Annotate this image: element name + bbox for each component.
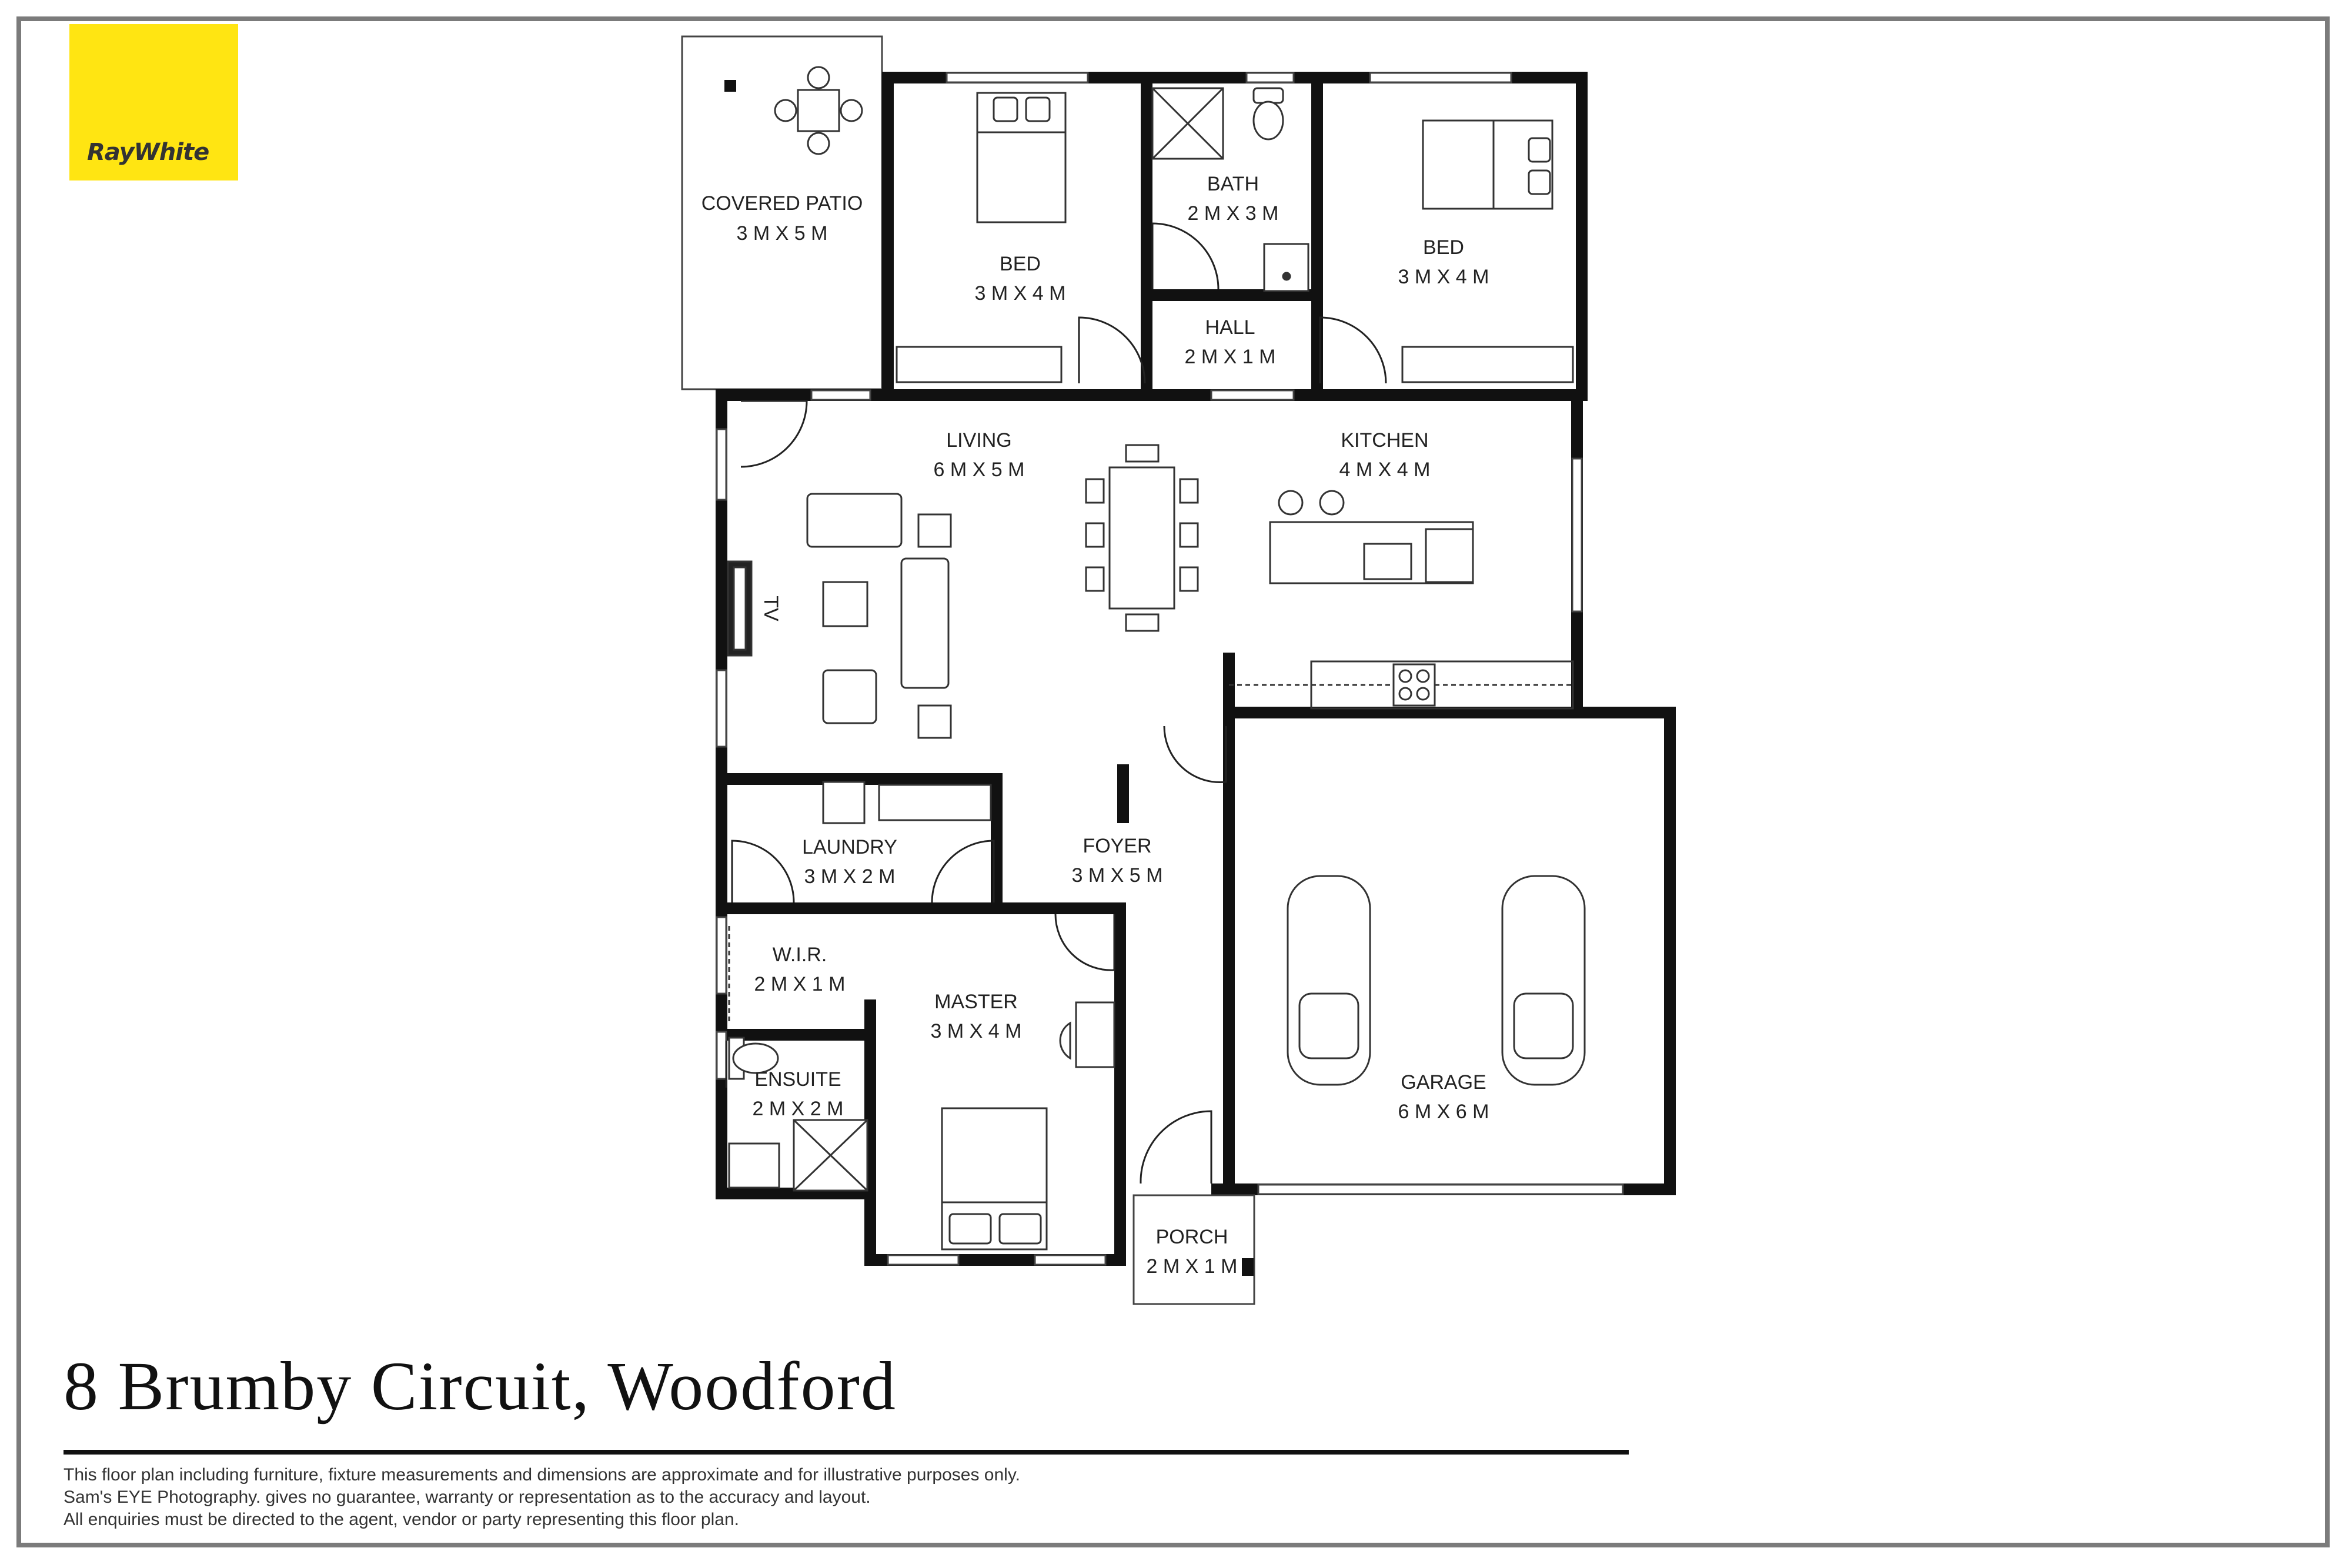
- disclaimer-line: This floor plan including furniture, fix…: [64, 1465, 1020, 1485]
- covered-patio-name: COVERED PATIO: [701, 192, 863, 215]
- kitchen-island: [1269, 490, 1474, 707]
- disclaimer-line: All enquiries must be directed to the ag…: [64, 1510, 739, 1529]
- room-labels: COVERED PATIO 3 M X 5 M BED 3 M X 4 M BA…: [701, 173, 1489, 1278]
- porch-outline: [1132, 1194, 1255, 1305]
- bed-left-furniture: [976, 92, 1067, 223]
- raywhite-logo: RayWhite: [69, 24, 238, 180]
- living-name: LIVING: [946, 429, 1011, 452]
- wir-name: W.I.R.: [773, 944, 827, 966]
- car-icon: [1287, 875, 1586, 1086]
- master-name: MASTER: [934, 991, 1018, 1013]
- patio-table: [774, 66, 863, 155]
- property-address: 8 Brumby Circuit, Woodford: [64, 1348, 897, 1425]
- garage-name: GARAGE: [1401, 1071, 1486, 1094]
- kitchen-size: 4 M X 4 M: [1339, 459, 1431, 481]
- bed-left-size: 3 M X 4 M: [975, 282, 1066, 305]
- doors: [725, 222, 1387, 1184]
- address-underline: [64, 1450, 1629, 1455]
- page-frame: [16, 16, 2330, 1547]
- foyer-size: 3 M X 5 M: [1072, 864, 1163, 887]
- bed-master-furniture: [941, 1001, 1115, 1251]
- porch-size: 2 M X 1 M: [1147, 1255, 1238, 1278]
- ensuite-name: ENSUITE: [754, 1068, 841, 1091]
- dining-table: [1085, 444, 1199, 632]
- foyer-name: FOYER: [1083, 835, 1151, 857]
- kitchen-name: KITCHEN: [1341, 429, 1428, 452]
- wir-size: 2 M X 1 M: [754, 973, 846, 995]
- ensuite-size: 2 M X 2 M: [753, 1098, 844, 1120]
- laundry-size: 3 M X 2 M: [804, 865, 896, 888]
- garage-size: 6 M X 6 M: [1398, 1101, 1489, 1123]
- hall-size: 2 M X 1 M: [1185, 346, 1276, 368]
- tv-label: TV: [760, 596, 782, 621]
- living-furniture: [727, 493, 952, 739]
- covered-patio-size: 3 M X 5 M: [737, 222, 828, 245]
- logo-text: RayWhite: [87, 139, 209, 166]
- bath-name: BATH: [1207, 173, 1259, 195]
- porch-name: PORCH: [1156, 1226, 1228, 1248]
- bed-right-size: 3 M X 4 M: [1398, 266, 1489, 288]
- bed-right-furniture: [1422, 119, 1553, 210]
- bath-size: 2 M X 3 M: [1188, 202, 1279, 225]
- master-size: 3 M X 4 M: [931, 1020, 1022, 1042]
- laundry-name: LAUNDRY: [802, 836, 897, 858]
- windows: [716, 72, 1624, 1266]
- bed-left-name: BED: [1000, 253, 1041, 275]
- bed-right-name: BED: [1423, 236, 1464, 259]
- disclaimer: This floor plan including furniture, fix…: [64, 1464, 1020, 1531]
- disclaimer-line: Sam's EYE Photography. gives no guarante…: [64, 1487, 871, 1507]
- living-size: 6 M X 5 M: [934, 459, 1025, 481]
- hall-name: HALL: [1205, 316, 1255, 339]
